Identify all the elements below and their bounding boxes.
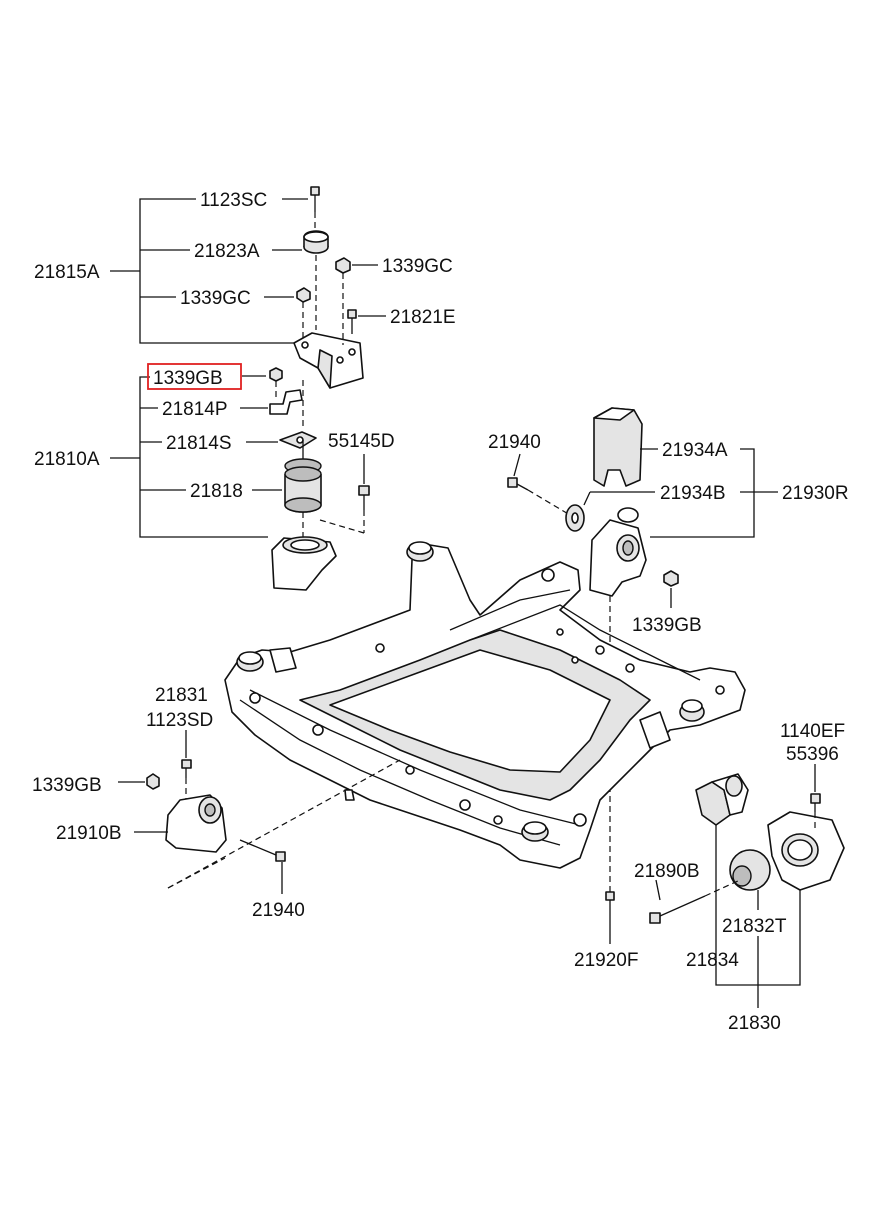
bolt-21940-upper	[507, 477, 571, 516]
label-21930R: 21930R	[782, 483, 849, 504]
label-1123SD: 1123SD	[146, 710, 213, 731]
bracket-1140EF	[767, 811, 845, 891]
label-21830: 21830	[728, 1013, 781, 1034]
label-21934A: 21934A	[662, 440, 728, 461]
mount-21910B	[165, 794, 227, 853]
label-1339GB-highlighted: 1339GB	[153, 368, 223, 389]
label-21940-upper: 21940	[488, 432, 541, 453]
nut-1339GB-left	[146, 773, 160, 790]
label-21814S: 21814S	[166, 433, 232, 454]
subframe-bushing-rear-left	[406, 541, 434, 562]
label-21815A: 21815A	[34, 262, 100, 283]
nut-1339GB-right	[663, 570, 679, 587]
label-21920F: 21920F	[574, 950, 638, 971]
plate-21814S	[279, 431, 317, 449]
nut-1339GB-upper	[269, 367, 283, 382]
rubber-cap-21823A	[303, 230, 329, 254]
bolt-55145D	[358, 485, 370, 533]
insulator-21818	[284, 440, 322, 513]
label-21910B: 21910B	[56, 823, 122, 844]
label-21934B: 21934B	[660, 483, 726, 504]
label-21823A: 21823A	[194, 241, 260, 262]
label-1123SC: 1123SC	[200, 190, 267, 211]
label-55145D: 55145D	[328, 431, 395, 452]
bolt-21821E	[347, 309, 357, 334]
bracket-21834	[695, 773, 749, 826]
label-1140EF: 1140EF	[780, 721, 845, 742]
left-lower-mount-group	[146, 759, 401, 889]
label-21821E: 21821E	[390, 307, 456, 328]
label-1339GB-right: 1339GB	[632, 615, 702, 636]
part-labels: 1123SC 21823A 21815A 1339GC 1339GC 21821…	[32, 190, 849, 1034]
mount-bracket-21815A	[293, 332, 364, 389]
bolt-21890B	[649, 879, 741, 924]
bolt-21920F	[605, 891, 615, 935]
label-21810A: 21810A	[34, 449, 100, 470]
bolt-1123SC	[310, 186, 320, 212]
label-21818: 21818	[190, 481, 243, 502]
label-21940-lower: 21940	[252, 900, 305, 921]
bolt-21831	[181, 759, 192, 800]
label-1339GC-right: 1339GC	[382, 256, 453, 277]
bolt-55396	[810, 793, 821, 830]
bolt-21940-lower	[239, 839, 286, 862]
engine-mount-base	[271, 536, 337, 591]
subframe-bushing-front-right	[521, 821, 549, 842]
right-mount-group	[507, 407, 679, 900]
bushing-21832T	[729, 849, 771, 891]
highlight-box	[147, 363, 242, 390]
label-21814P: 21814P	[162, 399, 228, 420]
nut-1339GC-upper	[335, 257, 351, 274]
subframe-bushing-rear-right	[679, 699, 705, 722]
cover-21934A	[593, 407, 643, 487]
label-55396: 55396	[786, 744, 839, 765]
label-21832T: 21832T	[722, 916, 787, 937]
nut-1339GC-lower	[296, 287, 311, 303]
label-21890B: 21890B	[634, 861, 700, 882]
transmission-mount-bracket-group	[269, 186, 370, 591]
label-1339GC-left: 1339GC	[180, 288, 251, 309]
mount-21930R	[589, 507, 647, 597]
label-1339GB-left: 1339GB	[32, 775, 102, 796]
front-subframe-crossmember	[224, 541, 746, 869]
leader-lines	[110, 198, 816, 1008]
subframe-bushing-front-left	[236, 651, 264, 672]
label-21831: 21831	[155, 685, 208, 706]
washer-21934B	[565, 504, 585, 532]
roll-rod-group	[605, 773, 845, 935]
label-21834: 21834	[686, 950, 739, 971]
clip-21814P	[269, 389, 303, 415]
